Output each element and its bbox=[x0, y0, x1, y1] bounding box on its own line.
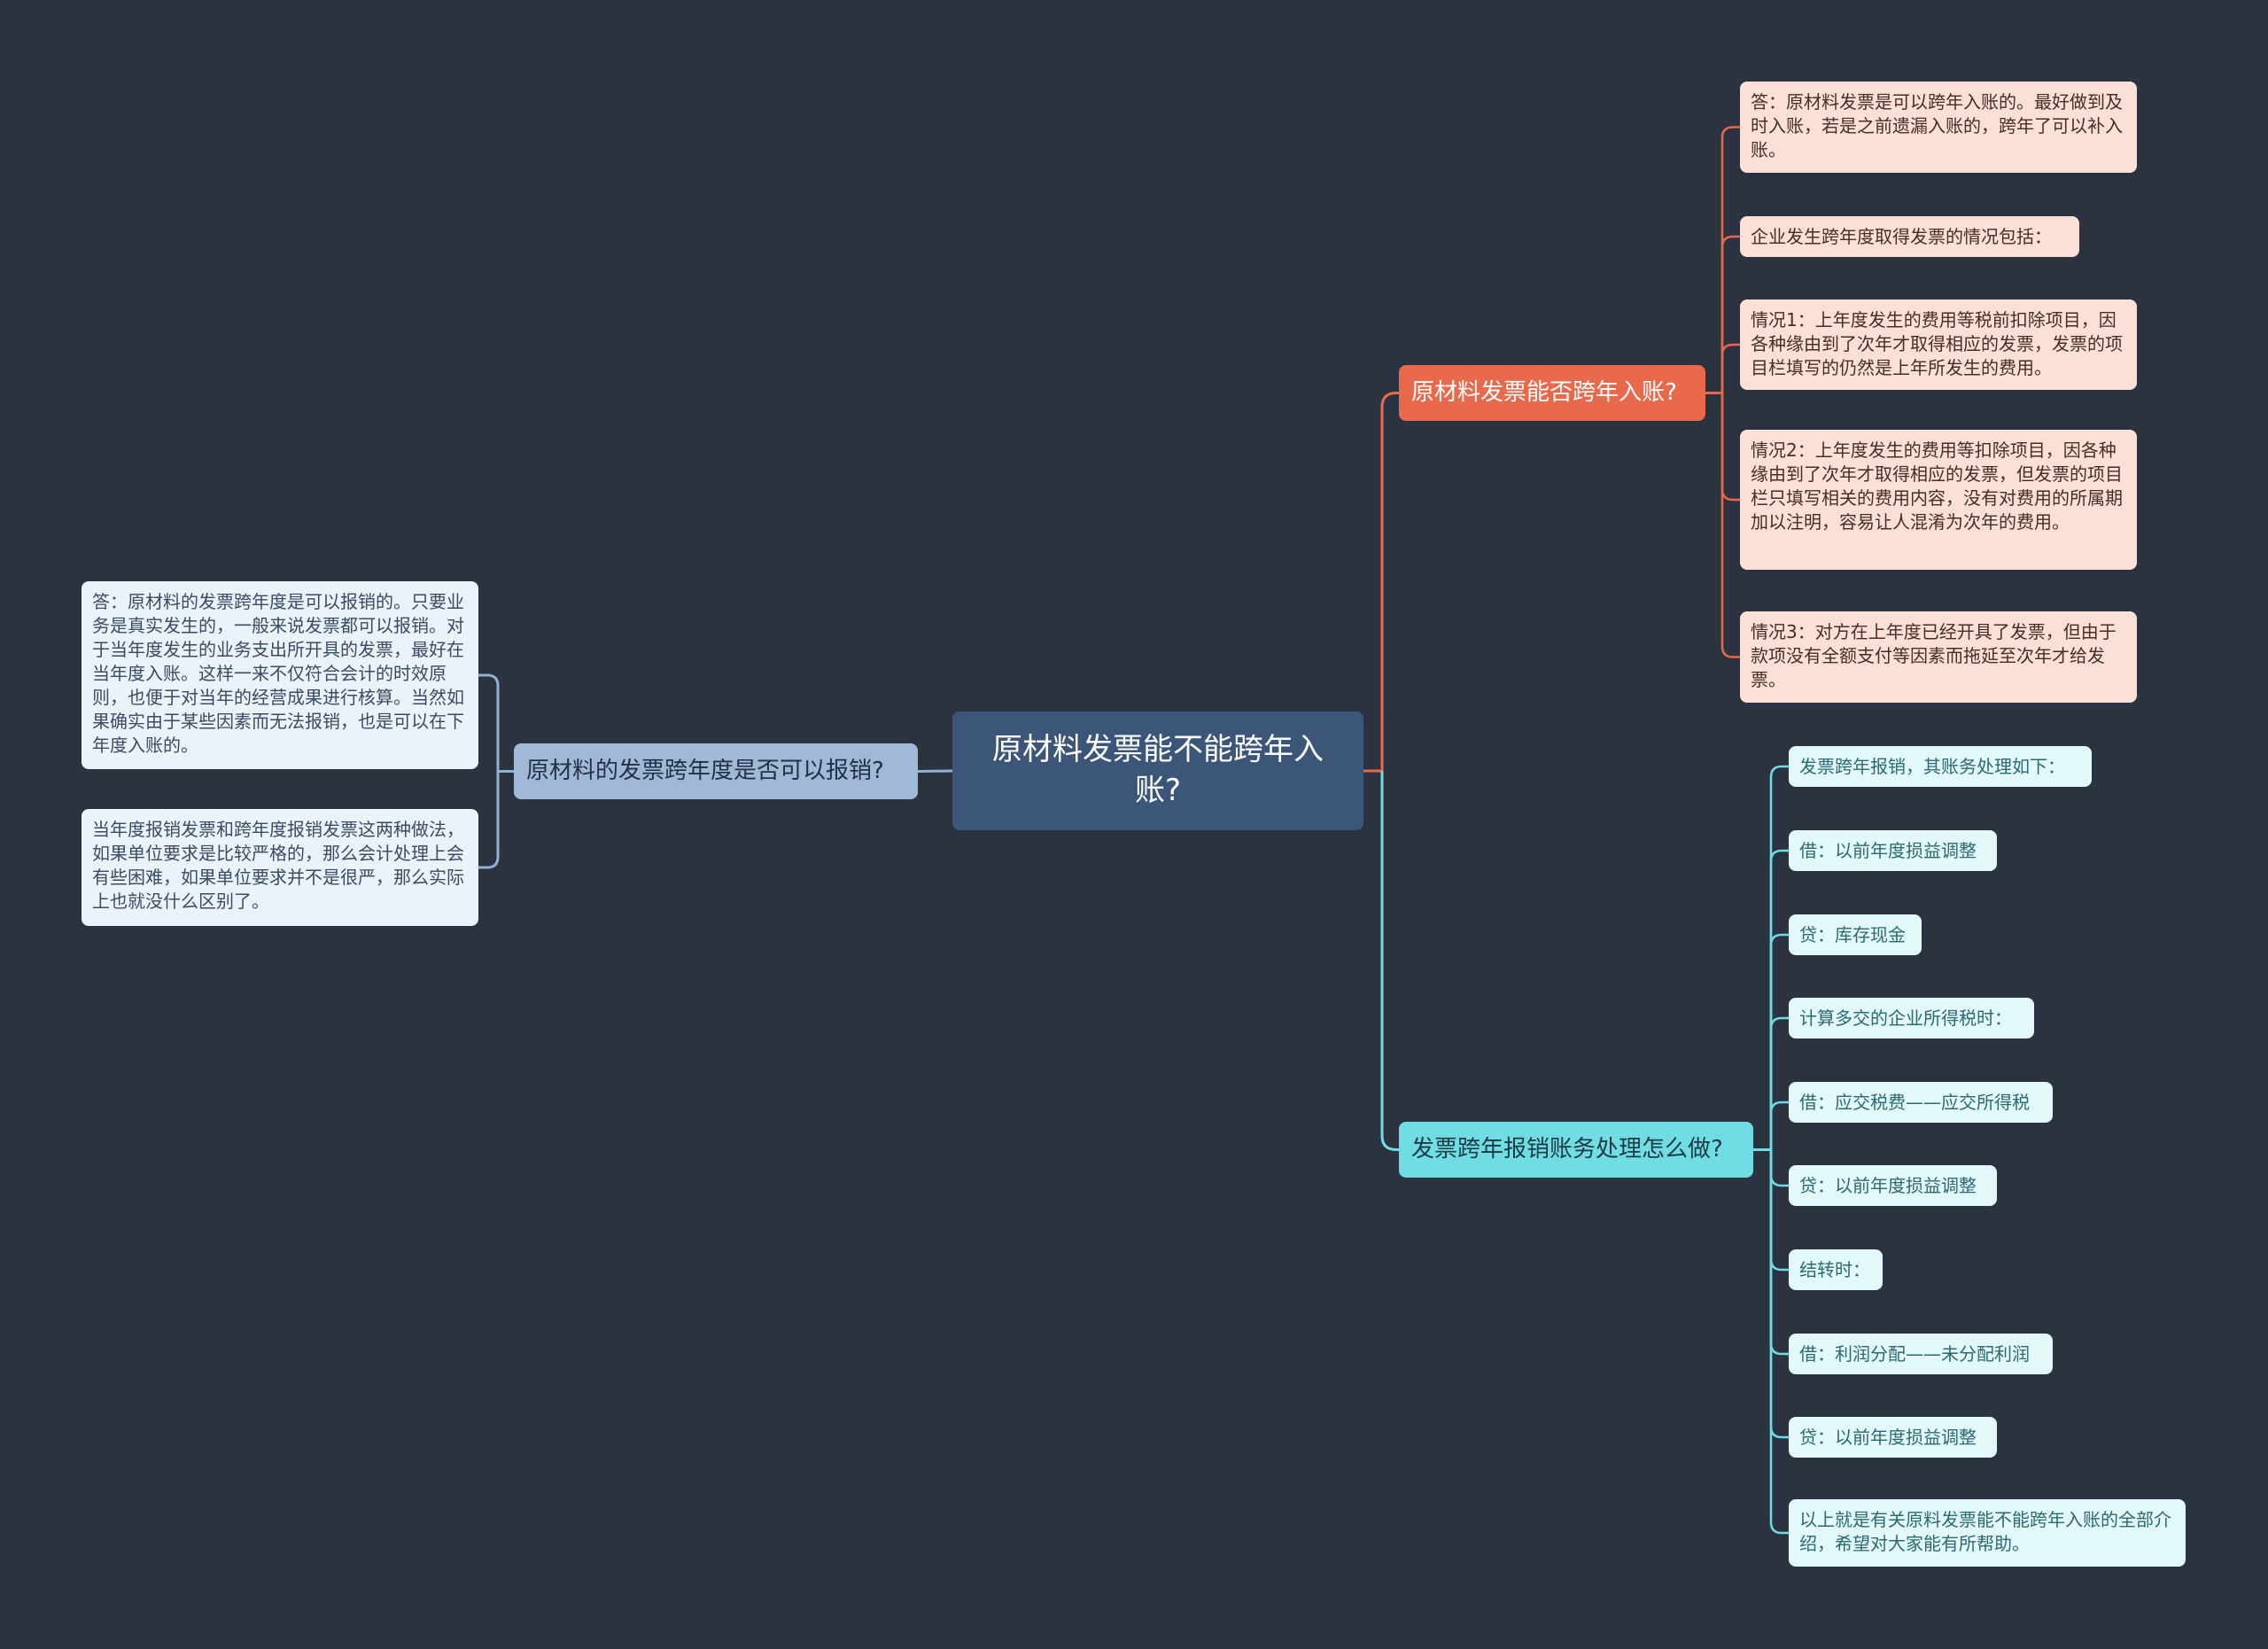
link-orange-leaf-0 bbox=[1705, 126, 1740, 394]
branch-reimbursement-label: 原材料的发票跨年度是否可以报销? bbox=[526, 757, 884, 784]
root-topic-label: 原材料发票能不能跨年入账? bbox=[992, 732, 1324, 808]
leaf-cyan-carry-forward-text: 结转时： bbox=[1799, 1258, 1870, 1280]
leaf-left-answer-text: 答：原材料的发票跨年度是可以报销的。只要业务是真实发生的，一般来说发票都可以报销… bbox=[92, 591, 464, 756]
leaf-cyan-debit-3[interactable]: 借：利润分配——未分配利润 bbox=[1789, 1334, 2053, 1374]
link-orange-leaf-2 bbox=[1705, 343, 1740, 394]
leaf-orange-situations-intro-text: 企业发生跨年度取得发票的情况包括： bbox=[1751, 225, 2052, 247]
link-cyan-leaf-4 bbox=[1753, 1101, 1789, 1151]
leaf-cyan-credit-2[interactable]: 贷：以前年度损益调整 bbox=[1789, 1165, 1997, 1206]
leaf-cyan-debit-1[interactable]: 借：以前年度损益调整 bbox=[1789, 830, 1997, 871]
leaf-orange-situation-3-text: 情况3：对方在上年度已经开具了发票，但由于款项没有全额支付等因素而拖延至次年才给… bbox=[1751, 621, 2117, 690]
link-orange-leaf-1 bbox=[1705, 235, 1740, 394]
link-cyan-leaf-2 bbox=[1753, 933, 1789, 1151]
leaf-orange-answer-text: 答：原材料发票是可以跨年入账的。最好做到及时入账，若是之前遗漏入账的，跨年了可以… bbox=[1751, 91, 2123, 160]
root-topic[interactable]: 原材料发票能不能跨年入账? bbox=[952, 712, 1363, 830]
leaf-left-comparison[interactable]: 当年度报销发票和跨年度报销发票这两种做法，如果单位要求是比较严格的，那么会计处理… bbox=[82, 809, 478, 926]
leaf-cyan-debit-1-text: 借：以前年度损益调整 bbox=[1799, 839, 1977, 861]
leaf-left-comparison-text: 当年度报销发票和跨年度报销发票这两种做法，如果单位要求是比较严格的，那么会计处理… bbox=[92, 819, 464, 912]
branch-reimbursement[interactable]: 原材料的发票跨年度是否可以报销? bbox=[514, 743, 918, 799]
leaf-cyan-intro-text: 发票跨年报销，其账务处理如下： bbox=[1799, 755, 2065, 777]
link-root-left bbox=[917, 769, 953, 773]
leaf-cyan-conclusion-text: 以上就是有关原料发票能不能跨年入账的全部介绍，希望对大家能有所帮助。 bbox=[1799, 1509, 2171, 1554]
leaf-orange-situation-3[interactable]: 情况3：对方在上年度已经开具了发票，但由于款项没有全额支付等因素而拖延至次年才给… bbox=[1740, 611, 2137, 703]
leaf-cyan-credit-3[interactable]: 贷：以前年度损益调整 bbox=[1789, 1417, 1997, 1458]
link-left-leaf-0 bbox=[478, 673, 514, 773]
leaf-cyan-carry-forward[interactable]: 结转时： bbox=[1789, 1249, 1883, 1290]
leaf-orange-situations-intro[interactable]: 企业发生跨年度取得发票的情况包括： bbox=[1740, 216, 2079, 257]
leaf-orange-situation-1-text: 情况1：上年度发生的费用等税前扣除项目，因各种缘由到了次年才取得相应的发票，发票… bbox=[1751, 309, 2123, 378]
link-root-orange bbox=[1380, 392, 1399, 771]
leaf-cyan-tax-calc-text: 计算多交的企业所得税时： bbox=[1799, 1007, 2012, 1029]
leaf-cyan-conclusion[interactable]: 以上就是有关原料发票能不能跨年入账的全部介绍，希望对大家能有所帮助。 bbox=[1789, 1499, 2186, 1567]
branch-cross-year-entry[interactable]: 原材料发票能否跨年入账? bbox=[1399, 365, 1705, 421]
link-left-leaf-1 bbox=[478, 770, 514, 869]
leaf-cyan-credit-3-text: 贷：以前年度损益调整 bbox=[1799, 1426, 1977, 1448]
leaf-orange-situation-2[interactable]: 情况2：上年度发生的费用等扣除项目，因各种缘由到了次年才取得相应的发票，但发票的… bbox=[1740, 430, 2137, 570]
leaf-orange-situation-1[interactable]: 情况1：上年度发生的费用等税前扣除项目，因各种缘由到了次年才取得相应的发票，发票… bbox=[1740, 299, 2137, 390]
branch-accounting-treatment-label: 发票跨年报销账务处理怎么做? bbox=[1411, 1135, 1723, 1163]
leaf-cyan-debit-2-text: 借：应交税费——应交所得税 bbox=[1799, 1091, 2030, 1113]
link-orange-leaf-4 bbox=[1705, 392, 1740, 658]
link-cyan-leaf-0 bbox=[1753, 765, 1789, 1151]
link-cyan-leaf-1 bbox=[1753, 849, 1789, 1151]
leaf-cyan-credit-1[interactable]: 贷：库存现金 bbox=[1789, 914, 1922, 955]
link-cyan-leaf-9 bbox=[1753, 1148, 1789, 1535]
leaf-orange-answer[interactable]: 答：原材料发票是可以跨年入账的。最好做到及时入账，若是之前遗漏入账的，跨年了可以… bbox=[1740, 82, 2137, 173]
leaf-cyan-debit-3-text: 借：利润分配——未分配利润 bbox=[1799, 1342, 2030, 1365]
branch-cross-year-entry-label: 原材料发票能否跨年入账? bbox=[1411, 378, 1677, 406]
branch-accounting-treatment[interactable]: 发票跨年报销账务处理怎么做? bbox=[1399, 1122, 1753, 1178]
link-cyan-leaf-3 bbox=[1753, 1016, 1789, 1151]
leaf-left-answer[interactable]: 答：原材料的发票跨年度是可以报销的。只要业务是真实发生的，一般来说发票都可以报销… bbox=[82, 581, 478, 769]
leaf-cyan-debit-2[interactable]: 借：应交税费——应交所得税 bbox=[1789, 1082, 2053, 1123]
leaf-cyan-credit-1-text: 贷：库存现金 bbox=[1799, 923, 1906, 945]
leaf-cyan-credit-2-text: 贷：以前年度损益调整 bbox=[1799, 1174, 1977, 1196]
leaf-cyan-tax-calc[interactable]: 计算多交的企业所得税时： bbox=[1789, 998, 2034, 1038]
link-root-cyan bbox=[1380, 771, 1399, 1151]
leaf-orange-situation-2-text: 情况2：上年度发生的费用等扣除项目，因各种缘由到了次年才取得相应的发票，但发票的… bbox=[1751, 439, 2123, 533]
leaf-cyan-intro[interactable]: 发票跨年报销，其账务处理如下： bbox=[1789, 746, 2092, 787]
